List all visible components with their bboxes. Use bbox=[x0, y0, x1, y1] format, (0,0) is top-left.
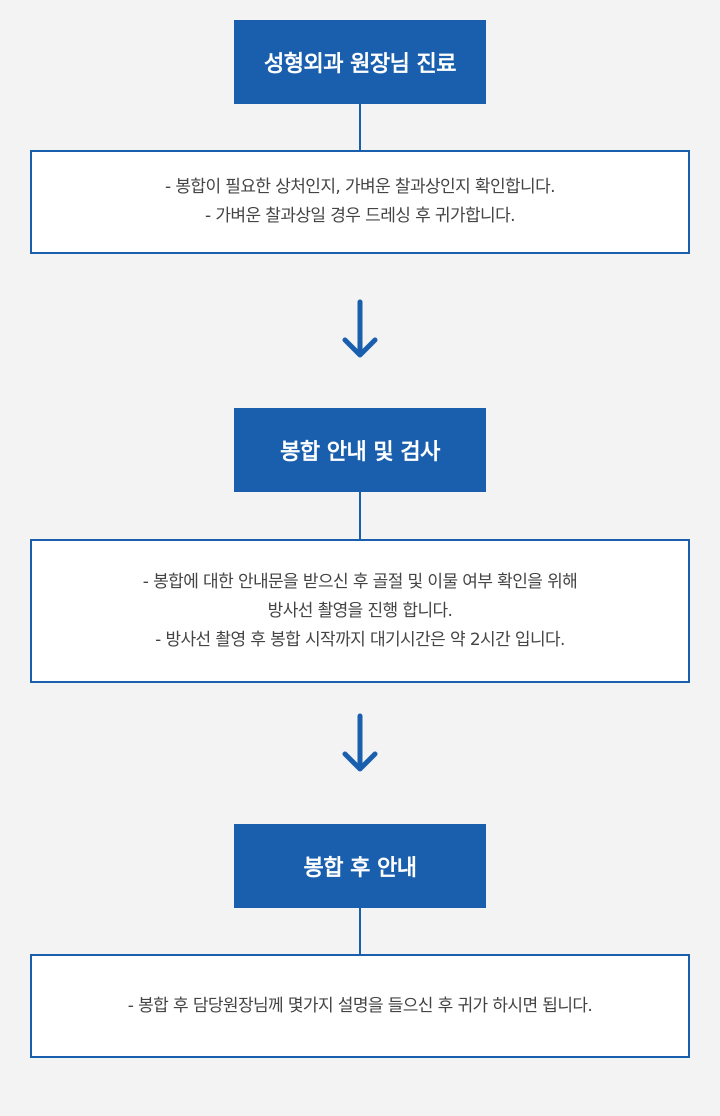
step-2-line-1: - 봉합에 대한 안내문을 받으신 후 골절 및 이물 여부 확인을 위해 bbox=[142, 571, 578, 592]
step-1-description: - 봉합이 필요한 상처인지, 가벼운 찰과상인지 확인합니다. - 가벼운 찰… bbox=[30, 150, 690, 254]
step-3-line-1: - 봉합 후 담당원장님께 몇가지 설명을 들으신 후 귀가 하시면 됩니다. bbox=[127, 995, 593, 1016]
step-2-description: - 봉합에 대한 안내문을 받으신 후 골절 및 이물 여부 확인을 위해 방사… bbox=[30, 539, 690, 683]
step-2-title: 봉합 안내 및 검사 bbox=[234, 408, 486, 492]
step-1-title: 성형외과 원장님 진료 bbox=[234, 20, 486, 104]
step-2-connector bbox=[359, 492, 361, 541]
step-1-line-1: - 봉합이 필요한 상처인지, 가벼운 찰과상인지 확인합니다. bbox=[165, 177, 555, 197]
arrow-down-icon bbox=[342, 299, 378, 358]
step-3-description: - 봉합 후 담당원장님께 몇가지 설명을 들으신 후 귀가 하시면 됩니다. bbox=[30, 954, 690, 1058]
step-2-line-3: - 방사선 촬영 후 봉합 시작까지 대기시간은 약 2시간 입니다. bbox=[155, 629, 565, 650]
step-1-line-2: - 가벼운 찰과상일 경우 드레싱 후 귀가합니다. bbox=[205, 206, 515, 226]
step-3-connector bbox=[359, 908, 361, 956]
step-1-connector bbox=[359, 104, 361, 152]
step-3-title: 봉합 후 안내 bbox=[234, 824, 486, 908]
arrow-down-icon bbox=[342, 713, 378, 772]
step-2-line-2: 방사선 촬영을 진행 합니다. bbox=[267, 600, 453, 621]
